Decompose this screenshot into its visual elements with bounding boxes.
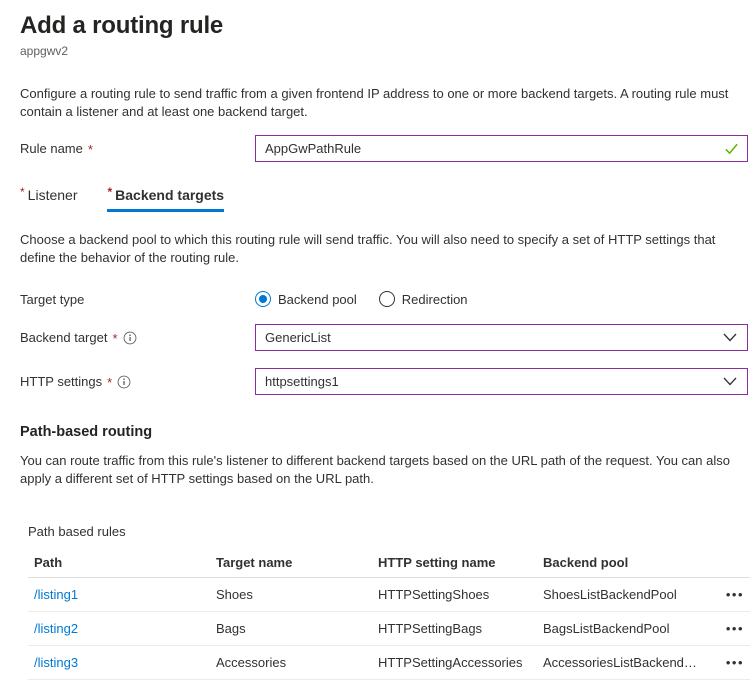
backend-target-select[interactable]: GenericList xyxy=(255,324,748,351)
chevron-down-icon xyxy=(723,330,737,345)
http-settings-label-text: HTTP settings xyxy=(20,374,103,389)
required-asterisk: * xyxy=(87,142,93,157)
table-row: /listing1 Shoes HTTPSettingShoes ShoesLi… xyxy=(28,578,750,612)
radio-redirection-label: Redirection xyxy=(401,291,468,307)
chevron-down-icon xyxy=(723,374,737,389)
target-name-cell: Shoes xyxy=(216,587,253,602)
path-based-rules-label: Path based rules xyxy=(28,524,126,539)
path-link[interactable]: /listing1 xyxy=(34,587,79,602)
intro-description: Configure a routing rule to send traffic… xyxy=(20,86,729,119)
tab-backend-targets[interactable]: * Backend targets xyxy=(107,185,225,212)
radio-backend-pool[interactable]: Backend pool xyxy=(255,291,357,307)
backend-targets-description: Choose a backend pool to which this rout… xyxy=(20,232,716,265)
target-type-label: Target type xyxy=(20,291,85,307)
info-icon[interactable] xyxy=(123,331,137,345)
radio-unselected-icon xyxy=(378,291,395,307)
radio-backend-pool-label: Backend pool xyxy=(278,291,357,307)
http-setting-cell: HTTPSettingAccessories xyxy=(378,655,523,670)
rule-name-input[interactable] xyxy=(255,135,748,162)
target-type-row: Target type Backend pool Redirection xyxy=(20,291,748,307)
http-setting-cell: HTTPSettingBags xyxy=(378,621,483,636)
target-name-cell: Accessories xyxy=(216,655,287,670)
required-asterisk: * xyxy=(107,375,113,390)
rule-name-label: Rule name * xyxy=(20,141,255,157)
column-header-target-name: Target name xyxy=(216,555,293,570)
path-based-routing-heading: Path-based routing xyxy=(20,424,153,440)
table-header-row: Path Target name HTTP setting name Backe… xyxy=(28,548,750,578)
row-more-options-button[interactable]: ••• xyxy=(725,621,744,636)
tab-backend-targets-label: Backend targets xyxy=(115,187,225,203)
target-type-radio-group: Backend pool Redirection xyxy=(255,291,468,307)
table-row: /listing3 Accessories HTTPSettingAccesso… xyxy=(28,646,750,680)
http-settings-value: httpsettings1 xyxy=(265,374,339,389)
column-header-path: Path xyxy=(34,555,63,570)
http-settings-select[interactable]: httpsettings1 xyxy=(255,368,748,395)
http-settings-label: HTTP settings * xyxy=(20,374,255,390)
required-asterisk: * xyxy=(112,331,118,346)
tab-bar: * Listener * Backend targets xyxy=(20,185,748,212)
path-link[interactable]: /listing3 xyxy=(34,655,79,670)
radio-redirection[interactable]: Redirection xyxy=(378,291,468,307)
required-asterisk: * xyxy=(107,185,113,199)
backend-pool-cell: ShoesListBackendPool xyxy=(543,587,677,602)
add-routing-rule-pane: Add a routing rule appgwv2 Configure a r… xyxy=(20,12,750,680)
required-asterisk: * xyxy=(20,185,25,199)
rule-name-label-text: Rule name xyxy=(20,141,83,156)
rule-name-row: Rule name * xyxy=(20,135,748,162)
row-more-options-button[interactable]: ••• xyxy=(725,655,744,670)
path-based-routing-description: You can route traffic from this rule's l… xyxy=(20,453,730,486)
row-more-options-button[interactable]: ••• xyxy=(725,587,744,602)
backend-target-row: Backend target * GenericList xyxy=(20,324,748,351)
backend-target-label: Backend target * xyxy=(20,330,255,346)
valid-checkmark-icon xyxy=(724,141,739,161)
backend-target-value: GenericList xyxy=(265,330,331,345)
path-link[interactable]: /listing2 xyxy=(34,621,79,636)
column-header-http-setting-name: HTTP setting name xyxy=(378,555,496,570)
target-name-cell: Bags xyxy=(216,621,246,636)
table-row: /listing2 Bags HTTPSettingBags BagsListB… xyxy=(28,612,750,646)
http-settings-row: HTTP settings * httpsettings1 xyxy=(20,368,748,395)
path-rules-table: Path Target name HTTP setting name Backe… xyxy=(28,548,750,680)
backend-pool-cell: BagsListBackendPool xyxy=(543,621,670,636)
page-title: Add a routing rule xyxy=(20,12,224,39)
tab-listener-label: Listener xyxy=(27,187,78,203)
backend-pool-cell: AccessoriesListBackendP... xyxy=(543,655,697,670)
tab-listener[interactable]: * Listener xyxy=(20,185,78,212)
radio-selected-icon xyxy=(255,291,271,307)
column-header-backend-pool: Backend pool xyxy=(543,555,629,570)
info-icon[interactable] xyxy=(117,375,131,389)
resource-name: appgwv2 xyxy=(20,44,69,58)
backend-target-label-text: Backend target xyxy=(20,330,108,345)
http-setting-cell: HTTPSettingShoes xyxy=(378,587,490,602)
rule-name-control xyxy=(255,135,748,162)
